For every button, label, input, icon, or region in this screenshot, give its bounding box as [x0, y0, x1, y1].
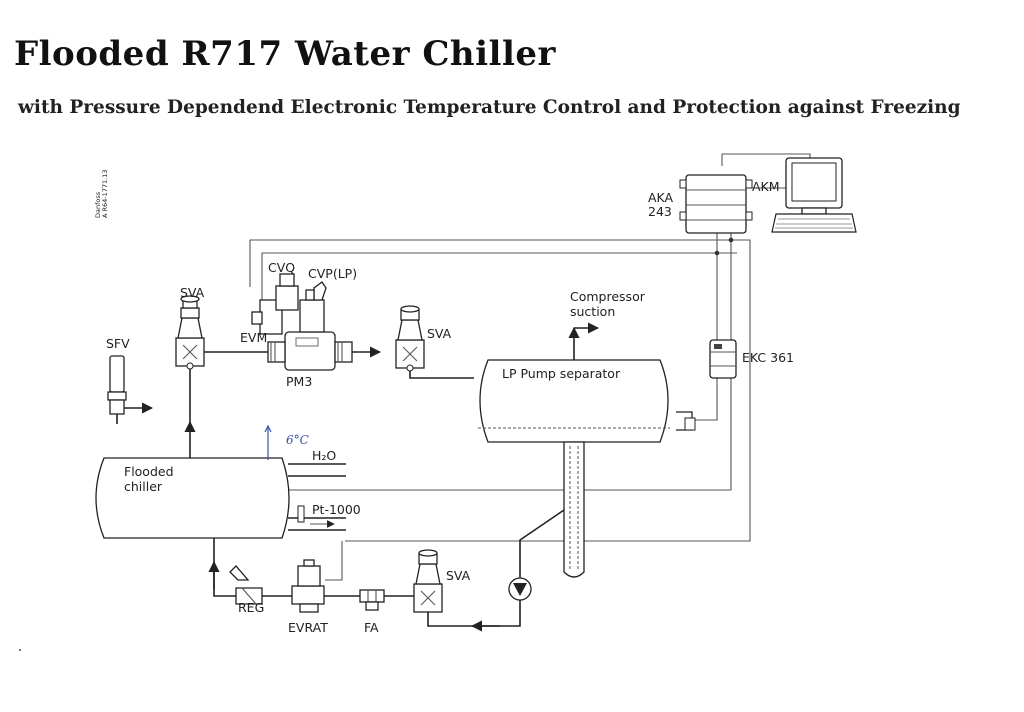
sva-middle-label: SVA — [427, 326, 452, 341]
evrat-label: EVRAT — [288, 620, 328, 635]
margin-note-line-1: Danfoss — [94, 191, 102, 218]
scan-speck — [19, 649, 21, 651]
compressor-label-line-2: suction — [570, 304, 615, 319]
cvp-label: CVP(LP) — [308, 266, 357, 281]
sva-valve-middle: SVA — [395, 305, 452, 372]
pm3-label: PM3 — [286, 374, 312, 389]
chiller-label-line-1: Flooded — [124, 464, 174, 479]
fa-label: FA — [364, 620, 379, 635]
aka-243-gateway: AKA 243 — [648, 174, 753, 234]
compressor-label-line-1: Compressor — [570, 289, 646, 304]
sva-left-label: SVA — [180, 285, 205, 300]
reg-valve: REG — [229, 565, 264, 615]
pump-suction-pipe — [519, 509, 565, 578]
pm3-valve-station: CVQ CVP(LP) EVM PM3 — [240, 260, 357, 389]
akm-computer: AKM — [752, 157, 857, 233]
akm-label: AKM — [752, 179, 780, 194]
ekc-label: EKC 361 — [742, 350, 794, 365]
reg-label: REG — [238, 600, 264, 615]
separator-label: LP Pump separator — [502, 366, 621, 381]
handwritten-note-text: 6°C — [286, 433, 309, 447]
aka-label: AKA — [648, 190, 674, 205]
ekc-361-controller: EKC 361 — [709, 339, 794, 379]
margin-note-line-2: A R64-1771.13 — [101, 169, 109, 218]
liquid-pipe-chiller — [213, 538, 236, 597]
cvq-label: CVQ — [268, 260, 295, 275]
evrat-solenoid-valve: EVRAT — [288, 559, 328, 635]
diagram-subtitle: with Pressure Dependend Electronic Tempe… — [18, 97, 961, 118]
handwritten-note: 6°C — [264, 424, 309, 460]
sva-valve-left: SVA — [175, 285, 205, 370]
diagram-title: Flooded R717 Water Chiller — [14, 34, 556, 74]
aka-number-label: 243 — [648, 204, 672, 219]
sva-bottom-label: SVA — [446, 568, 471, 583]
flooded-chiller: Flooded chiller — [95, 457, 290, 539]
sva-valve-bottom: SVA — [413, 549, 471, 613]
refrigerant-pump — [508, 577, 532, 601]
sfv-label: SFV — [106, 336, 130, 351]
chiller-label-line-2: chiller — [124, 479, 163, 494]
sfv-safety-valve: SFV — [106, 336, 154, 424]
suction-pipe-right — [409, 370, 474, 379]
margin-note: Danfoss A R64-1771.13 — [94, 169, 109, 218]
fa-filter: FA — [359, 589, 385, 635]
lp-pump-separator: LP Pump separator — [478, 359, 696, 578]
h2o-label: H₂O — [312, 448, 336, 463]
pt1000-label: Pt-1000 — [312, 502, 361, 517]
water-connections: H₂O Pt-1000 — [288, 448, 361, 531]
evm-label: EVM — [240, 330, 267, 345]
signal-wiring — [249, 153, 811, 581]
